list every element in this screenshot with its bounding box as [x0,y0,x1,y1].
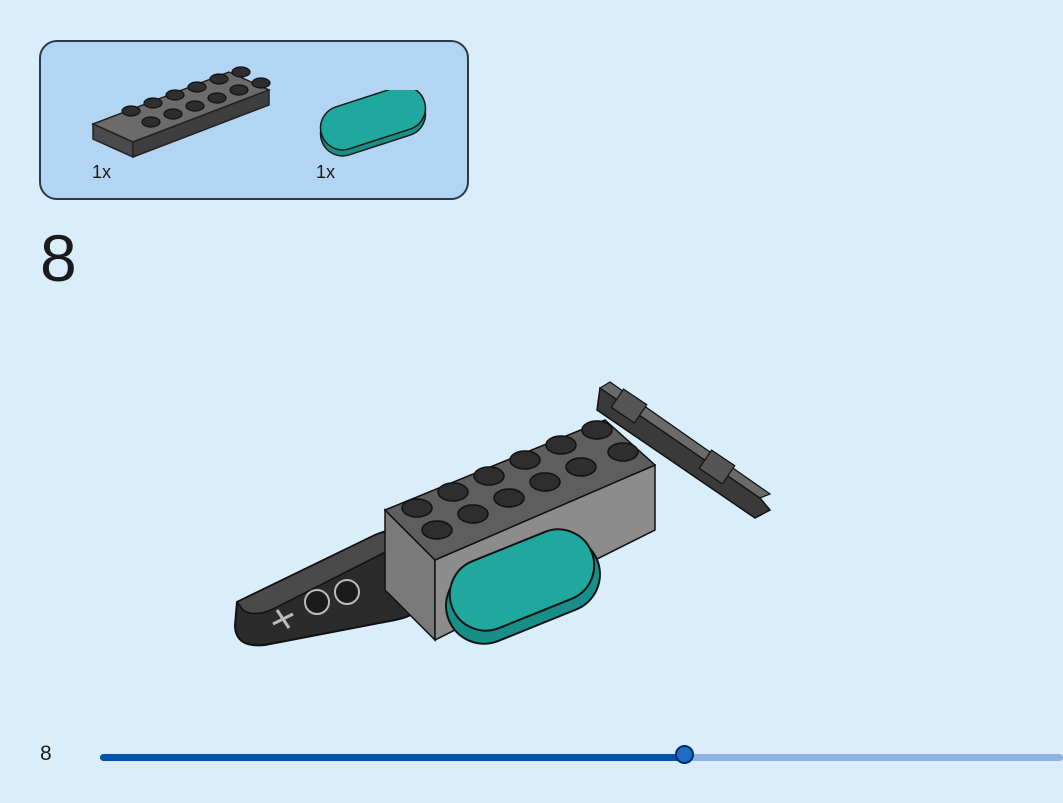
teal-round-tile-icon [445,528,601,645]
axle-icon [596,381,772,519]
parts-callout-box: 1x 1x [39,40,469,200]
round-tile-part-icon [319,90,427,157]
model-assembly-illustration [233,381,772,647]
progress-fill [100,754,685,761]
step-number: 8 [40,221,78,295]
progress-bar[interactable] [100,745,1063,764]
plate-2x6-part-icon [91,66,271,159]
plate-quantity: 1x [92,162,112,182]
page-number: 8 [40,742,52,765]
studs [401,420,639,540]
tile-quantity: 1x [316,162,336,182]
progress-knob[interactable] [674,745,694,764]
